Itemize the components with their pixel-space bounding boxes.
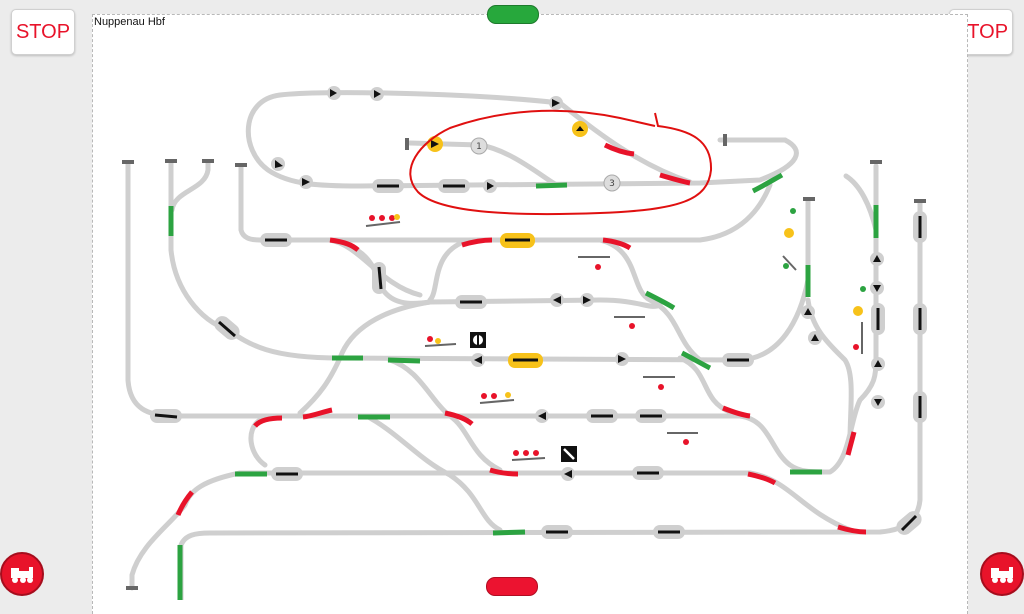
shunting-signal-icon — [470, 332, 577, 462]
occupied-segment — [722, 405, 751, 419]
free-segment — [751, 172, 784, 194]
bottom-toggle-button[interactable] — [486, 577, 538, 596]
station-title: Nuppenau Hbf — [94, 16, 165, 28]
track-segment — [597, 237, 703, 363]
track-segment — [677, 355, 733, 415]
signal-icon — [783, 208, 866, 292]
annotation-circle — [409, 109, 713, 216]
locomotive-button-right[interactable] — [980, 552, 1024, 596]
track-segment — [387, 357, 453, 419]
block-number-badge[interactable]: 3 — [603, 174, 621, 192]
track-segment — [843, 173, 879, 233]
track-segment — [427, 237, 473, 303]
track-segment — [248, 417, 268, 468]
occupied-segment — [659, 172, 691, 186]
occupied-segment — [837, 524, 867, 535]
locomotive-button-left[interactable] — [0, 552, 44, 596]
block-number-badge[interactable]: 1 — [470, 137, 488, 155]
occupied-segment — [845, 431, 857, 456]
occupied-segment — [489, 467, 519, 477]
locomotive-icon — [991, 567, 1013, 583]
signal-icon — [369, 215, 859, 456]
buffer-stop-icon — [122, 134, 926, 590]
track-segment — [557, 100, 693, 185]
track-segment — [257, 182, 773, 243]
track-segment — [169, 159, 211, 213]
track-segment — [367, 415, 503, 533]
signal-post-icon — [365, 221, 863, 461]
track-diagram: 1 3 — [122, 86, 927, 600]
track-segment — [447, 413, 503, 473]
track-segment — [125, 160, 323, 419]
signal-icon — [394, 214, 863, 398]
locomotive-icon — [11, 567, 33, 583]
svg-text:3: 3 — [609, 179, 615, 189]
occupied-segment — [444, 410, 474, 426]
free-segment — [387, 357, 421, 364]
selected-block-marker — [500, 233, 543, 368]
occupied-segment — [329, 237, 360, 252]
track-segment — [245, 90, 799, 189]
free-segment — [535, 182, 568, 189]
track-segment — [805, 297, 854, 443]
occupied-segment — [602, 237, 632, 251]
free-segment — [492, 529, 526, 536]
free-segment — [644, 290, 676, 311]
direction-arrow-icon — [275, 89, 882, 478]
free-segment — [680, 350, 712, 371]
track-segment — [237, 470, 853, 533]
occupied-segment — [302, 407, 333, 420]
track-segment — [297, 355, 343, 416]
svg-text:1: 1 — [476, 142, 482, 152]
occupied-segment — [175, 490, 194, 516]
stop-button-left[interactable]: STOP — [11, 9, 75, 55]
top-toggle-button[interactable] — [487, 5, 539, 24]
track-segment — [168, 159, 343, 361]
track-segment — [317, 163, 879, 475]
block-marker-icon — [150, 179, 927, 539]
track-segment — [337, 299, 433, 361]
occupied-segment — [461, 237, 493, 248]
occupied-segment — [747, 471, 777, 486]
occupied-segment — [253, 415, 283, 428]
occupied-segment — [603, 142, 635, 157]
